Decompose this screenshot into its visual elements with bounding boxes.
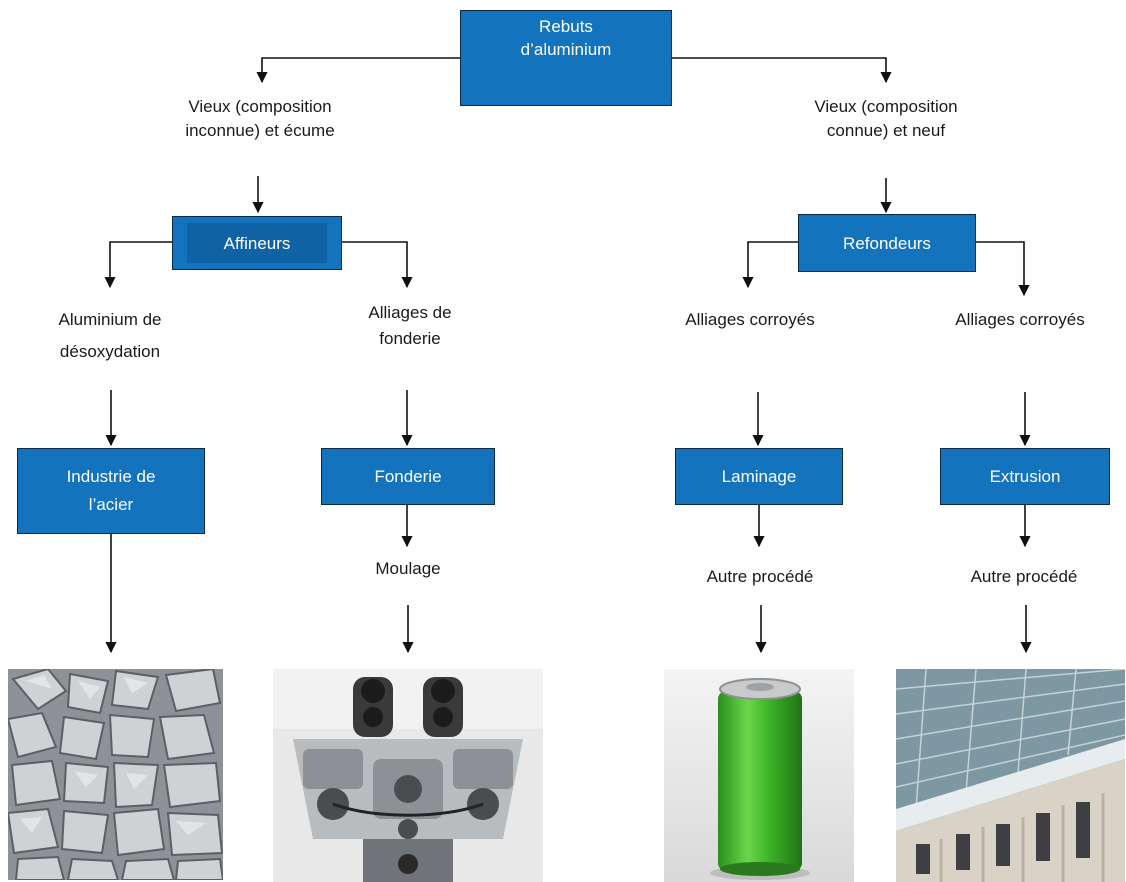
root-box: Rebuts d’aluminium [460, 10, 672, 106]
arrow-refondeurs-left [742, 241, 798, 289]
extrusion-box: Extrusion [940, 448, 1110, 505]
glass-building-photo [896, 669, 1125, 882]
green-can-photo [664, 669, 854, 882]
root-label: Rebuts d’aluminium [520, 17, 612, 59]
industrie-acier-label: Industrie de l’acier [66, 467, 156, 514]
industrie-acier-box: Industrie de l’acier [17, 448, 205, 534]
arrow-root-right [672, 57, 892, 84]
affineurs-label: Affineurs [223, 233, 291, 253]
laminage-box: Laminage [675, 448, 843, 505]
autre-procede-right-label: Autre procédé [970, 567, 1078, 586]
laminage-label: Laminage [721, 467, 797, 486]
branch-right-label: Vieux (composition connue) et neuf [814, 97, 958, 140]
arrow-refondeurs-right [976, 241, 1030, 297]
aluminium-desoxydation-label: Aluminium de désoxydation [58, 310, 162, 361]
arrow-affineurs-right [342, 241, 413, 289]
alliages-corroyes-left-label: Alliages corroyés [685, 310, 815, 329]
fonderie-box: Fonderie [321, 448, 495, 505]
affineurs-inner: Affineurs [187, 223, 327, 263]
refondeurs-box: Refondeurs [798, 214, 976, 272]
autre-procede-left-label: Autre procédé [706, 567, 814, 586]
branch-left-label: Vieux (composition inconnue) et écume [185, 97, 335, 140]
aluminium-pellets-photo [8, 669, 223, 880]
arrow-root-left [256, 57, 460, 84]
alliages-fonderie-label: Alliages de fonderie [368, 303, 452, 348]
cast-engine-photo [273, 669, 543, 882]
fonderie-label: Fonderie [374, 467, 442, 486]
affineurs-box: Affineurs [172, 216, 342, 270]
arrow-affineurs-left [104, 241, 172, 289]
extrusion-label: Extrusion [989, 467, 1061, 486]
alliages-corroyes-right-label: Alliages corroyés [955, 310, 1085, 329]
refondeurs-label: Refondeurs [843, 233, 931, 253]
moulage-label: Moulage [375, 559, 441, 578]
